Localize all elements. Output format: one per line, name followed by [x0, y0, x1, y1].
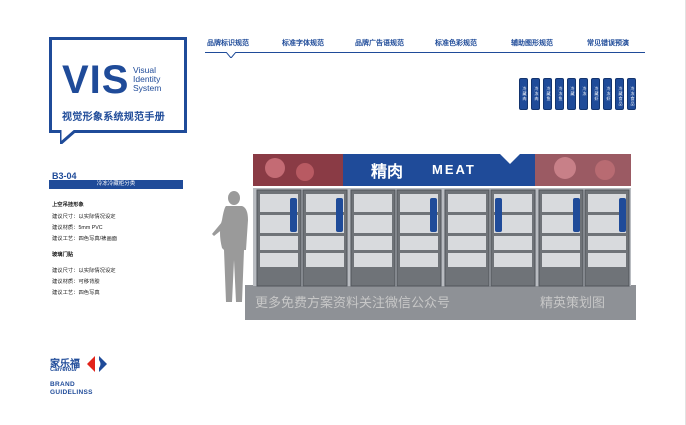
vis-line-1: Visual [133, 65, 156, 75]
nav-active-caret-icon [226, 52, 236, 58]
carrefour-logo-icon [87, 356, 107, 372]
nav-item-font[interactable]: 标准字体规范 [282, 40, 324, 47]
spec-line: 建议工艺：四色写真/裱画面 [52, 236, 118, 242]
hanging-tag: 冷冻鱼 [555, 78, 564, 110]
hanging-tag: 冷藏鱼 [543, 78, 552, 110]
hanging-tag: 冷冻虾 [603, 78, 612, 110]
carrefour-cn-name: 家乐福 [50, 359, 80, 370]
brand-guidelines-line2: GUIDELINSS [50, 389, 93, 396]
vis-logo-notch [60, 130, 76, 144]
vis-line-2: Identity [133, 74, 161, 84]
manual-title: 视觉形象系统规范手册 [62, 112, 165, 123]
hanging-tag: 冷冻食品 [627, 78, 636, 110]
nav-item-slogan[interactable]: 品牌广告语规范 [355, 40, 404, 47]
nav-item-graphics[interactable]: 辅助图形规范 [511, 40, 553, 47]
banner-cn-text: 精肉 [371, 164, 404, 181]
nav-divider [205, 52, 645, 53]
top-nav: 品牌标识规范 标准字体规范 品牌广告语规范 标准色彩规范 辅助图形规范 常见错误… [207, 38, 647, 54]
nav-item-errors[interactable]: 常见错误预演 [587, 40, 629, 47]
hanging-tag: 冷藏食品 [615, 78, 624, 110]
brand-guidelines-line1: BRAND [50, 381, 75, 388]
vis-logo-subtext: Visual Identity System [133, 66, 161, 93]
spec-line: 建议材质：5mm PVC [52, 225, 103, 231]
nav-item-color[interactable]: 标准色彩规范 [435, 40, 477, 47]
section-subtitle: 冷冻冷藏柜分类 [49, 180, 183, 189]
watermark-text: 更多免费方案资料关注微信公众号 [255, 295, 451, 310]
hanging-tag: 冷藏 [567, 78, 576, 110]
brand-guidelines: BRAND GUIDELINSS [50, 381, 93, 397]
spec-line: 建议材质：可移背胶 [52, 279, 100, 285]
watermark-text-2: 精英策划图 [540, 295, 606, 310]
hanging-tag: 冷藏虾 [591, 78, 600, 110]
banner-en-text: MEAT [432, 162, 476, 177]
freezer-scene [245, 154, 636, 320]
vis-line-3: System [133, 83, 162, 93]
vis-logo-text: VIS [62, 58, 130, 102]
carrefour-en-name: Carrefour [50, 367, 78, 373]
section-code: B3-04 [52, 171, 77, 181]
nav-item-logo[interactable]: 品牌标识规范 [207, 40, 249, 47]
hanging-tags: 冷藏肉 冷冻肉 冷藏鱼 冷冻鱼 冷藏 冷冻 冷藏虾 冷冻虾 冷藏食品 冷冻食品 [519, 78, 636, 110]
spec-line: 建议尺寸：以实际情况设定 [52, 214, 116, 220]
hanging-tag: 冷冻肉 [531, 78, 540, 110]
hanging-tag: 冷冻 [579, 78, 588, 110]
spec-heading-door: 玻璃门贴 [52, 252, 74, 258]
hanging-tag: 冷藏肉 [519, 78, 528, 110]
spec-heading-hanging: 上空吊挂形象 [52, 202, 84, 208]
spec-line: 建议尺寸：以实际情况设定 [52, 268, 116, 274]
vis-logo-frame [49, 37, 187, 133]
person-silhouette [212, 191, 248, 302]
spec-line: 建议工艺：四色写真 [52, 290, 100, 296]
